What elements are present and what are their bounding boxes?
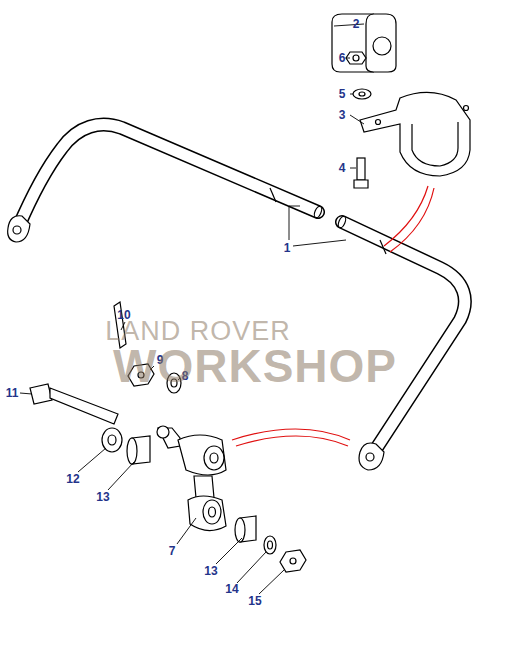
watermark: WORKSHOP — [113, 343, 397, 389]
watermark: LAND ROVER — [105, 318, 291, 345]
callout-number: 13 — [96, 491, 109, 503]
callout-number: 15 — [248, 595, 261, 607]
callout-number: 1 — [284, 242, 291, 254]
callout-number: 12 — [66, 473, 79, 485]
callout-number: 2 — [353, 18, 360, 30]
callout-number: 11 — [6, 387, 19, 399]
callout-number: 14 — [225, 583, 238, 595]
callout-number: 3 — [339, 109, 346, 121]
callout-number: 13 — [204, 565, 217, 577]
callout-number: 6 — [339, 52, 346, 64]
callout-number: 7 — [169, 545, 176, 557]
callout-number: 4 — [339, 162, 346, 174]
callout-number: 5 — [339, 88, 346, 100]
